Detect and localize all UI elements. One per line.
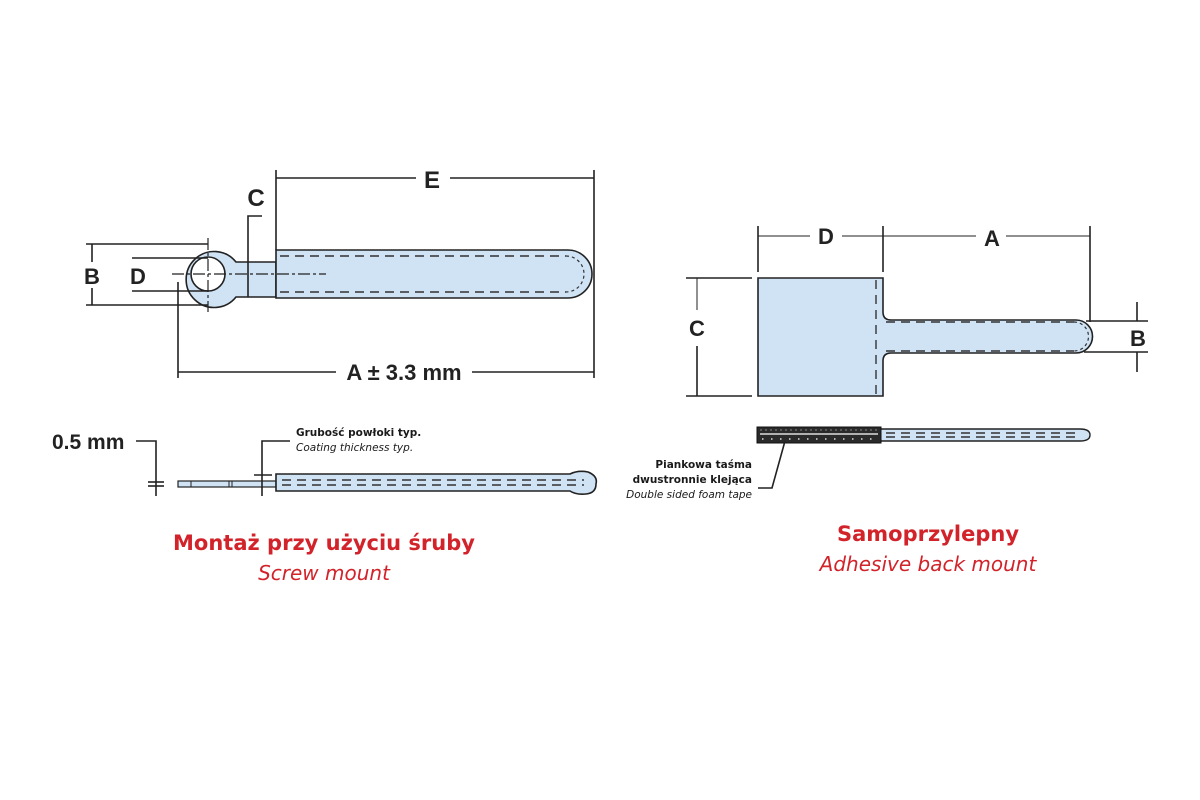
screw-mount-side-view: 0.5 mm Grubość powłoki typ. Coating thic… [52, 427, 598, 496]
tape-note-pl-2: dwustronnie klejąca [633, 474, 752, 486]
inner-element-side-dashed [886, 432, 1080, 438]
dim-a-label: A ± 3.3 mm [346, 360, 461, 385]
adhesive-mount-caption-pl: Samoprzylepny [837, 522, 1019, 546]
adhesive-mount-top-view: D A C B [686, 224, 1148, 397]
dim-d-label: D [130, 264, 146, 289]
dim-c-leader [247, 215, 262, 297]
screw-mount-caption-pl: Montaż przy użyciu śruby [173, 531, 475, 555]
inner-element-side-dashed [282, 479, 584, 486]
dim-d-label: D [818, 224, 834, 249]
screw-mount-caption-en: Screw mount [258, 561, 391, 585]
thickness-label: 0.5 mm [52, 431, 124, 454]
dim-a-label: A [984, 226, 1000, 251]
foam-tape [756, 426, 882, 444]
tape-note-pl-1: Piankowa taśma [655, 459, 752, 471]
tape-leader [758, 440, 786, 489]
coating-note-en: Coating thickness typ. [296, 442, 413, 454]
adhesive-mount-side-view: Piankowa taśma dwustronnie klejąca Doubl… [626, 426, 1091, 501]
adhesive-mount-caption-en: Adhesive back mount [818, 552, 1038, 576]
adhesive-pad-and-tube [757, 277, 1094, 397]
coating-leader [261, 440, 290, 496]
dim-c-label: C [247, 185, 264, 212]
dim-c-label: C [689, 316, 705, 341]
inner-element-dashed [280, 255, 566, 293]
heater-tube-side [879, 428, 1091, 442]
coating-note-pl: Grubość powłoki typ. [296, 427, 421, 439]
dim-b-label: B [1130, 326, 1146, 351]
screw-mount-top-view: E C B D A ± 3.3 mm [84, 167, 595, 385]
tape-note-en: Double sided foam tape [626, 489, 752, 501]
thickness-leader [136, 440, 157, 496]
heater-tube [275, 249, 593, 299]
tube-inner-dashed [886, 321, 1074, 352]
dim-b-label: B [84, 264, 100, 289]
tube-tip-dashed [565, 255, 585, 293]
dim-e-label: E [424, 167, 440, 194]
heater-tube-side [275, 470, 598, 495]
